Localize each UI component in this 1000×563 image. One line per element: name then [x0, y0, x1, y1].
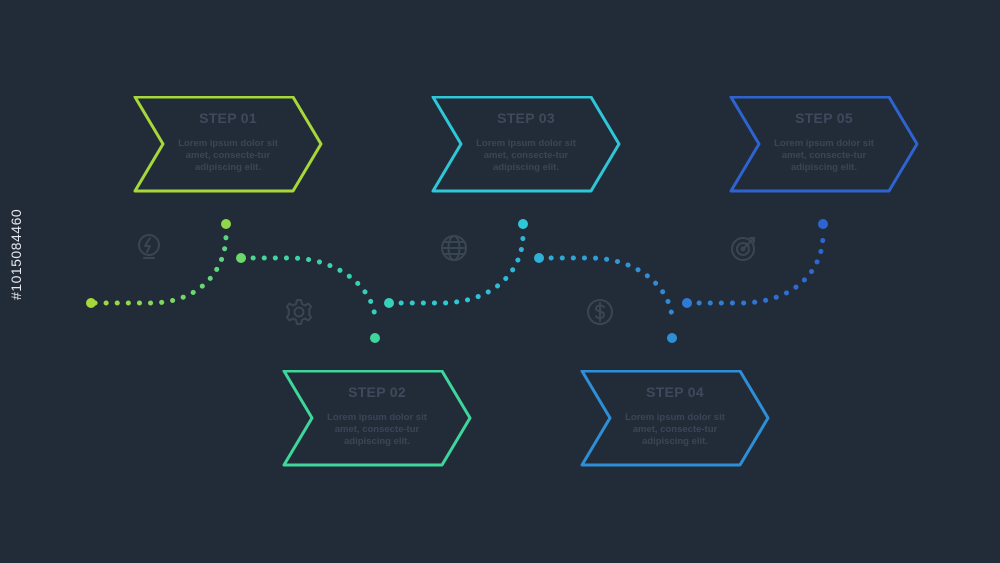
step-title: STEP 03	[497, 110, 555, 126]
path-segment-1	[92, 232, 229, 306]
path-node	[667, 333, 677, 343]
path-node	[370, 333, 380, 343]
stock-id-watermark: #1015084460	[8, 208, 24, 300]
step-03-arrow: STEP 03 Lorem ipsum dolor sit amet, cons…	[431, 96, 621, 193]
step-05-arrow: STEP 05 Lorem ipsum dolor sit amet, cons…	[729, 96, 919, 193]
step-description: Lorem ipsum dolor sit amet, consecte-tur…	[476, 138, 576, 173]
step-title: STEP 05	[795, 110, 853, 126]
step-01-arrow: STEP 01 Lorem ipsum dolor sit amet, cons…	[133, 96, 323, 193]
step-title: STEP 04	[646, 384, 704, 400]
step-04-arrow: STEP 04 Lorem ipsum dolor sit amet, cons…	[580, 370, 770, 467]
path-node	[236, 253, 246, 263]
step-description: Lorem ipsum dolor sit amet, consecte-tur…	[178, 138, 278, 173]
path-node	[86, 298, 96, 308]
step-02-arrow: STEP 02 Lorem ipsum dolor sit amet, cons…	[282, 370, 472, 467]
target-icon	[729, 233, 759, 263]
step-description: Lorem ipsum dolor sit amet, consecte-tur…	[327, 412, 427, 447]
path-node	[221, 219, 231, 229]
dollar-icon	[585, 297, 615, 327]
lightbulb-icon	[134, 232, 164, 262]
path-node	[384, 298, 394, 308]
step-title: STEP 02	[348, 384, 406, 400]
path-node	[534, 253, 544, 263]
globe-icon	[439, 233, 469, 263]
path-node	[818, 219, 828, 229]
path-segment-4	[537, 255, 675, 323]
path-segment-3	[387, 232, 526, 306]
gear-icon	[284, 297, 314, 327]
path-segment-2	[239, 255, 378, 323]
step-description: Lorem ipsum dolor sit amet, consecte-tur…	[625, 412, 725, 447]
path-node	[682, 298, 692, 308]
path-node	[518, 219, 528, 229]
step-title: STEP 01	[199, 110, 257, 126]
step-description: Lorem ipsum dolor sit amet, consecte-tur…	[774, 138, 874, 173]
